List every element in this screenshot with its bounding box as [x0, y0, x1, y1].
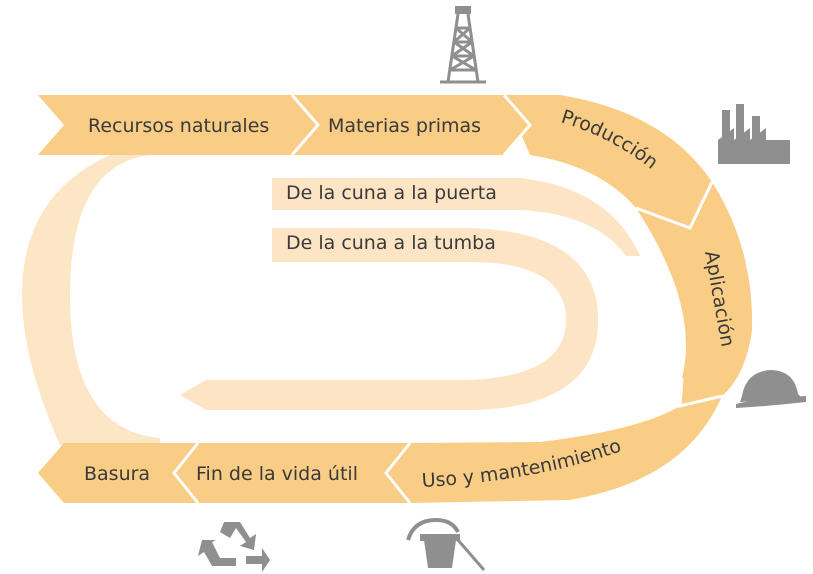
vacuum-cleaner-icon: [406, 517, 486, 571]
label-fin-vida-util: Fin de la vida útil: [196, 463, 358, 485]
stage-aplicacion: [636, 182, 753, 406]
factory-icon: [718, 104, 790, 164]
label-cradle-to-grave: De la cuna a la tumba: [286, 232, 496, 254]
label-cradle-to-gate: De la cuna a la puerta: [286, 182, 497, 204]
stage-recursos-naturales: [38, 95, 318, 155]
stage-basura: [38, 443, 198, 503]
segment-separators: [172, 94, 723, 504]
cradle-to-gate-track: [272, 178, 640, 256]
label-materias-primas: Materias primas: [328, 115, 481, 137]
stage-fin-vida-util: [174, 443, 410, 503]
recycle-icon: [198, 522, 270, 572]
stage-produccion: [504, 95, 712, 228]
stage-materias-primas: [292, 95, 530, 155]
outer-return-loop: [22, 155, 160, 445]
cradle-to-grave-track: [180, 228, 598, 410]
oil-derrick-icon: [440, 6, 486, 84]
stage-uso-mantenimiento: [386, 396, 722, 503]
label-recursos-naturales: Recursos naturales: [88, 115, 269, 137]
hard-hat-icon: [736, 370, 806, 408]
label-basura: Basura: [84, 463, 150, 485]
